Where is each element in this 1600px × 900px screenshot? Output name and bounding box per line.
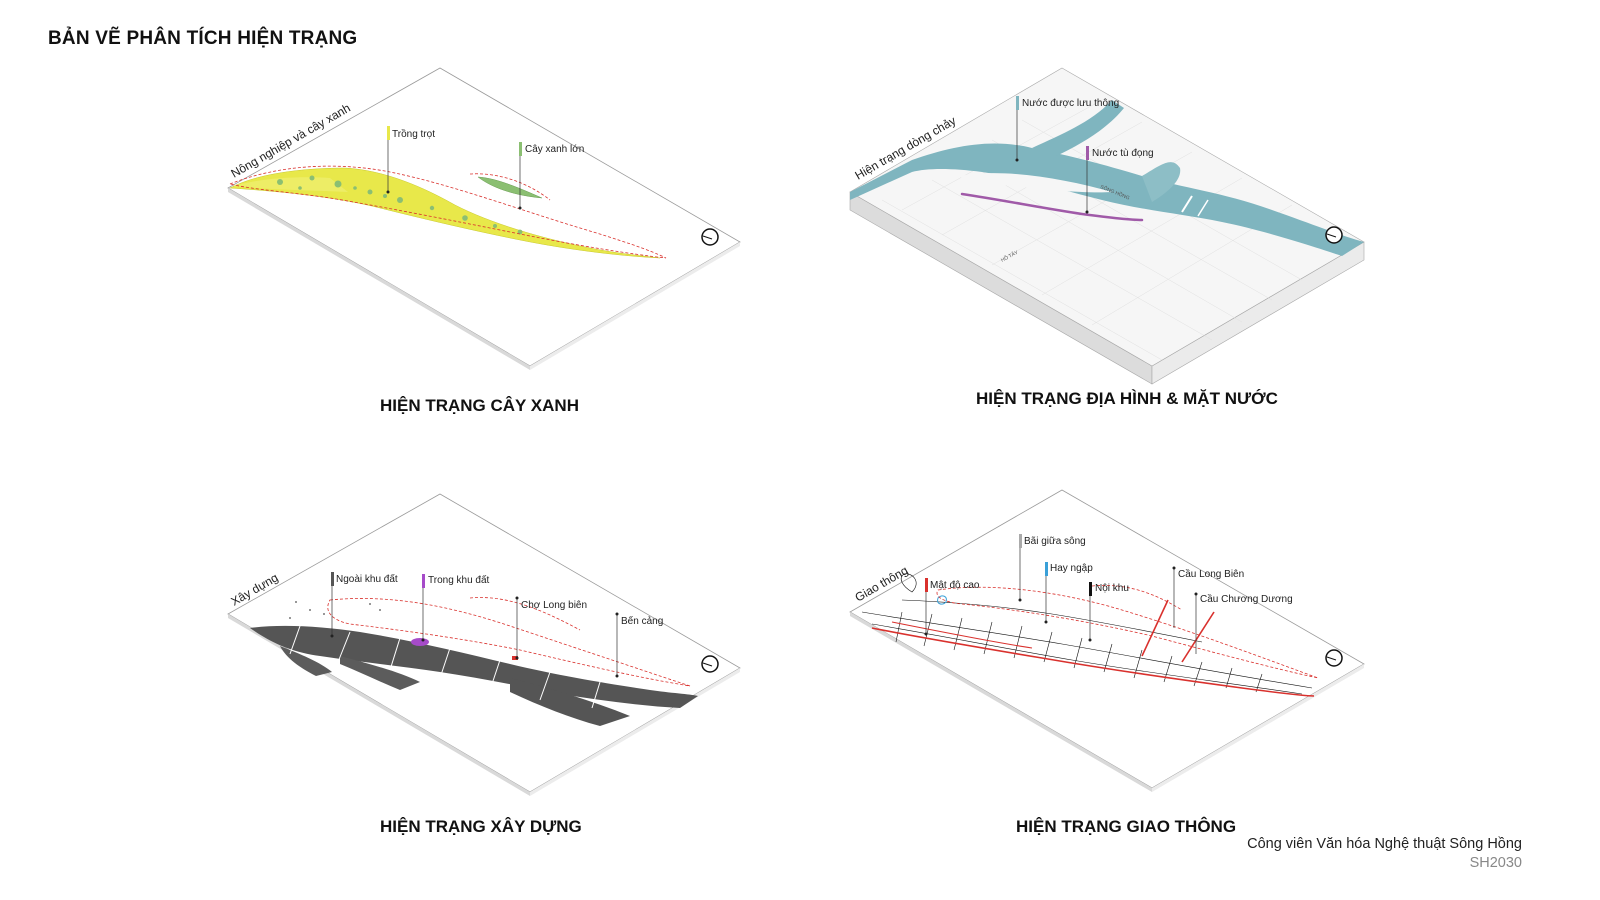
label-big-trees: Cây xanh lớn <box>525 144 584 155</box>
panel-water: Nước được lưu thông Nước tù đọng SÔNG HỒ… <box>842 60 1402 390</box>
chuong-duong-bridge <box>1181 611 1215 663</box>
long-bien-bridge <box>1141 599 1169 657</box>
big-trees-flag <box>519 142 522 156</box>
stagnant-water <box>960 192 1144 222</box>
caption-traffic: HIỆN TRẠNG GIAO THÔNG <box>1016 817 1237 836</box>
density-flag <box>925 578 928 592</box>
label-long-bien: Cầu Long Biên <box>1178 568 1244 580</box>
panel-traffic: Mật độ cao Bãi giữa sông Hay ngập Nội kh… <box>842 482 1402 812</box>
building-diagram: Ngoài khu đất Trong khu đất Chợ Long biê… <box>227 493 741 796</box>
label-chuong-duong: Cầu Chương Dương <box>1200 593 1293 605</box>
panel-greenery: Trồng trọt Cây xanh lớn Nông nghiệp và c… <box>220 60 780 390</box>
inside-flag <box>422 574 425 588</box>
north-arrow-icon <box>1325 226 1343 244</box>
footer-project-name: Công viên Văn hóa Nghệ thuật Sông Hồng <box>1247 836 1522 852</box>
north-arrow-icon <box>701 228 719 246</box>
greenery-diagram: Trồng trọt Cây xanh lớn Nông nghiệp và c… <box>227 67 741 370</box>
label-flowing-water: Nước được lưu thông <box>1022 98 1119 109</box>
label-flooding: Hay ngập <box>1050 563 1093 574</box>
street-gaps <box>289 625 601 709</box>
panel-building: Ngoài khu đất Trong khu đất Chợ Long biê… <box>220 486 780 816</box>
buildings-inside <box>411 638 429 646</box>
internal-flag <box>1089 582 1092 596</box>
water-diagram: Nước được lưu thông Nước tù đọng SÔNG HỒ… <box>849 67 1365 385</box>
north-arrow-icon <box>701 655 719 673</box>
market-marker <box>512 656 518 660</box>
big-trees-island <box>477 176 543 199</box>
traffic-site-boundary <box>936 586 1319 679</box>
label-farming: Trồng trọt <box>392 128 435 140</box>
traffic-diagram: Mật độ cao Bãi giữa sông Hay ngập Nội kh… <box>849 489 1365 792</box>
page-title: BẢN VẼ PHÂN TÍCH HIỆN TRẠNG <box>48 28 358 49</box>
label-port: Bến cảng <box>621 615 663 627</box>
greenery-site-boundary <box>228 165 667 259</box>
label-internal: Nội khu <box>1095 583 1129 594</box>
flowing-flag <box>1016 96 1019 110</box>
building-site-boundary <box>327 598 691 687</box>
stagnant-flag <box>1086 146 1089 160</box>
flooding-spot <box>937 595 947 605</box>
river-flowing-water <box>912 143 1364 256</box>
tree-patches <box>277 175 523 235</box>
caption-water: HIỆN TRẠNG ĐỊA HÌNH & MẶT NƯỚC <box>976 389 1278 408</box>
label-market: Chợ Long biên <box>521 600 587 611</box>
label-inside: Trong khu đất <box>428 574 490 586</box>
high-density-roads <box>871 627 1315 697</box>
flooding-flag <box>1045 562 1048 576</box>
caption-building: HIỆN TRẠNG XÂY DỰNG <box>380 817 582 836</box>
scattered-buildings <box>289 601 381 619</box>
outside-flag <box>331 572 334 586</box>
label-outside: Ngoài khu đất <box>336 573 398 585</box>
north-arrow-icon <box>1325 649 1343 667</box>
label-density: Mật độ cao <box>930 580 980 591</box>
label-stagnant-water: Nước tù đọng <box>1092 148 1154 159</box>
footer-project-code: SH2030 <box>1469 855 1522 871</box>
label-mid-island: Bãi giữa sông <box>1024 536 1086 547</box>
buildings-outside <box>250 625 698 708</box>
farming-flag <box>387 126 390 140</box>
mid-island-flag <box>1019 534 1022 548</box>
caption-greenery: HIỆN TRẠNG CÂY XANH <box>380 396 579 415</box>
greenery-board <box>227 67 741 367</box>
